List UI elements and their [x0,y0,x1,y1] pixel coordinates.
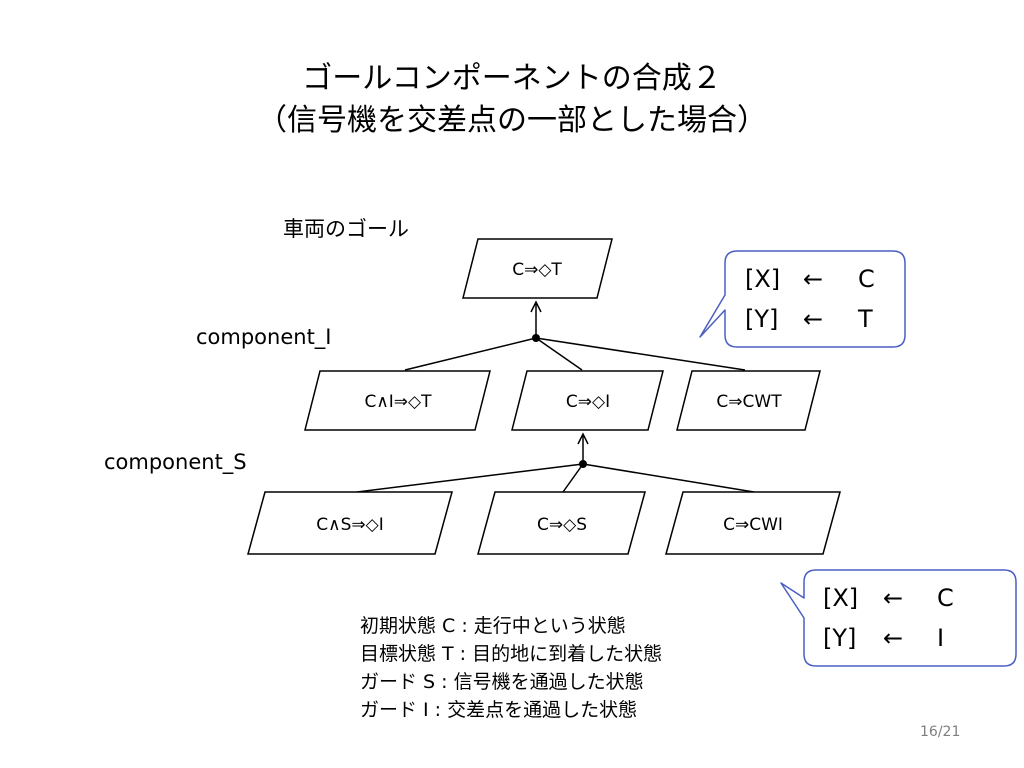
callout-1-val-y: T [857,305,873,333]
callout-2-var-x: [X] [823,584,858,612]
callout-1-arrow-x: ← [803,265,823,293]
callout-2-bubble [780,569,1017,667]
goal-level2-2-label: C⇒◇I [566,392,610,412]
callout-1-bubble [699,250,906,348]
branch-line-i-3 [535,337,746,371]
branch-line-i-1 [404,337,537,371]
goal-level2-1-label: C∧I⇒◇T [364,392,432,412]
legend-item-target-state: 目標状態 T : 目的地に到着した状態 [360,643,663,665]
goal-level2-1: C∧I⇒◇T [304,370,491,431]
callout-2: [X] ← C [Y] ← I [780,569,1017,667]
state-legend: 初期状態 C : 走行中という状態 目標状態 T : 目的地に到着した状態 ガー… [360,612,662,724]
branch-line-s-1 [356,463,584,493]
page-number: 16/21 [920,724,961,740]
goal-level2-2: C⇒◇I [511,370,664,431]
goal-level3-1-label: C∧S⇒◇I [316,515,383,535]
callout-2-val-y: I [937,624,944,652]
goal-level3-3-label: C⇒CWI [723,515,783,535]
branch-line-s-3 [582,463,755,493]
goal-level3-2: C⇒◇S [477,491,646,555]
callout-1-val-x: C [858,265,875,293]
component-i-label: component_I [196,325,332,349]
callout-2-var-y: [Y] [823,624,856,652]
callout-1: [X] ← C [Y] ← T [699,250,906,348]
callout-1-arrow-y: ← [803,305,823,333]
branch-line-i-2 [535,337,583,371]
arrow-head-i [530,300,542,313]
goal-level3-3: C⇒CWI [665,491,841,555]
slide-title-line-2: （信号機を交差点の一部とした場合） [257,103,767,138]
callout-1-var-y: [Y] [745,305,778,333]
goal-level2-3: C⇒CWT [676,370,821,431]
callout-2-val-x: C [937,584,954,612]
goal-top-label: C⇒◇T [512,260,562,280]
goal-top: C⇒◇T [462,238,613,299]
callout-2-arrow-y: ← [883,624,903,652]
callout-1-var-x: [X] [745,265,780,293]
legend-item-guard-i: ガード I : 交差点を通過した状態 [360,699,638,721]
goal-level3-1: C∧S⇒◇I [247,491,453,555]
branch-line-s-2 [562,463,584,493]
arrow-head-s [577,432,589,445]
component-s-label: component_S [104,450,247,474]
callout-2-arrow-x: ← [883,584,903,612]
slide-title-line-1: ゴールコンポーネントの合成２ [302,61,722,96]
legend-item-guard-s: ガード S : 信号機を通過した状態 [360,671,644,693]
legend-item-initial-state: 初期状態 C : 走行中という状態 [360,615,626,637]
goal-level2-3-label: C⇒CWT [716,392,782,412]
vehicle-goal-label: 車両のゴール [283,217,409,241]
goal-level3-2-label: C⇒◇S [537,515,587,535]
